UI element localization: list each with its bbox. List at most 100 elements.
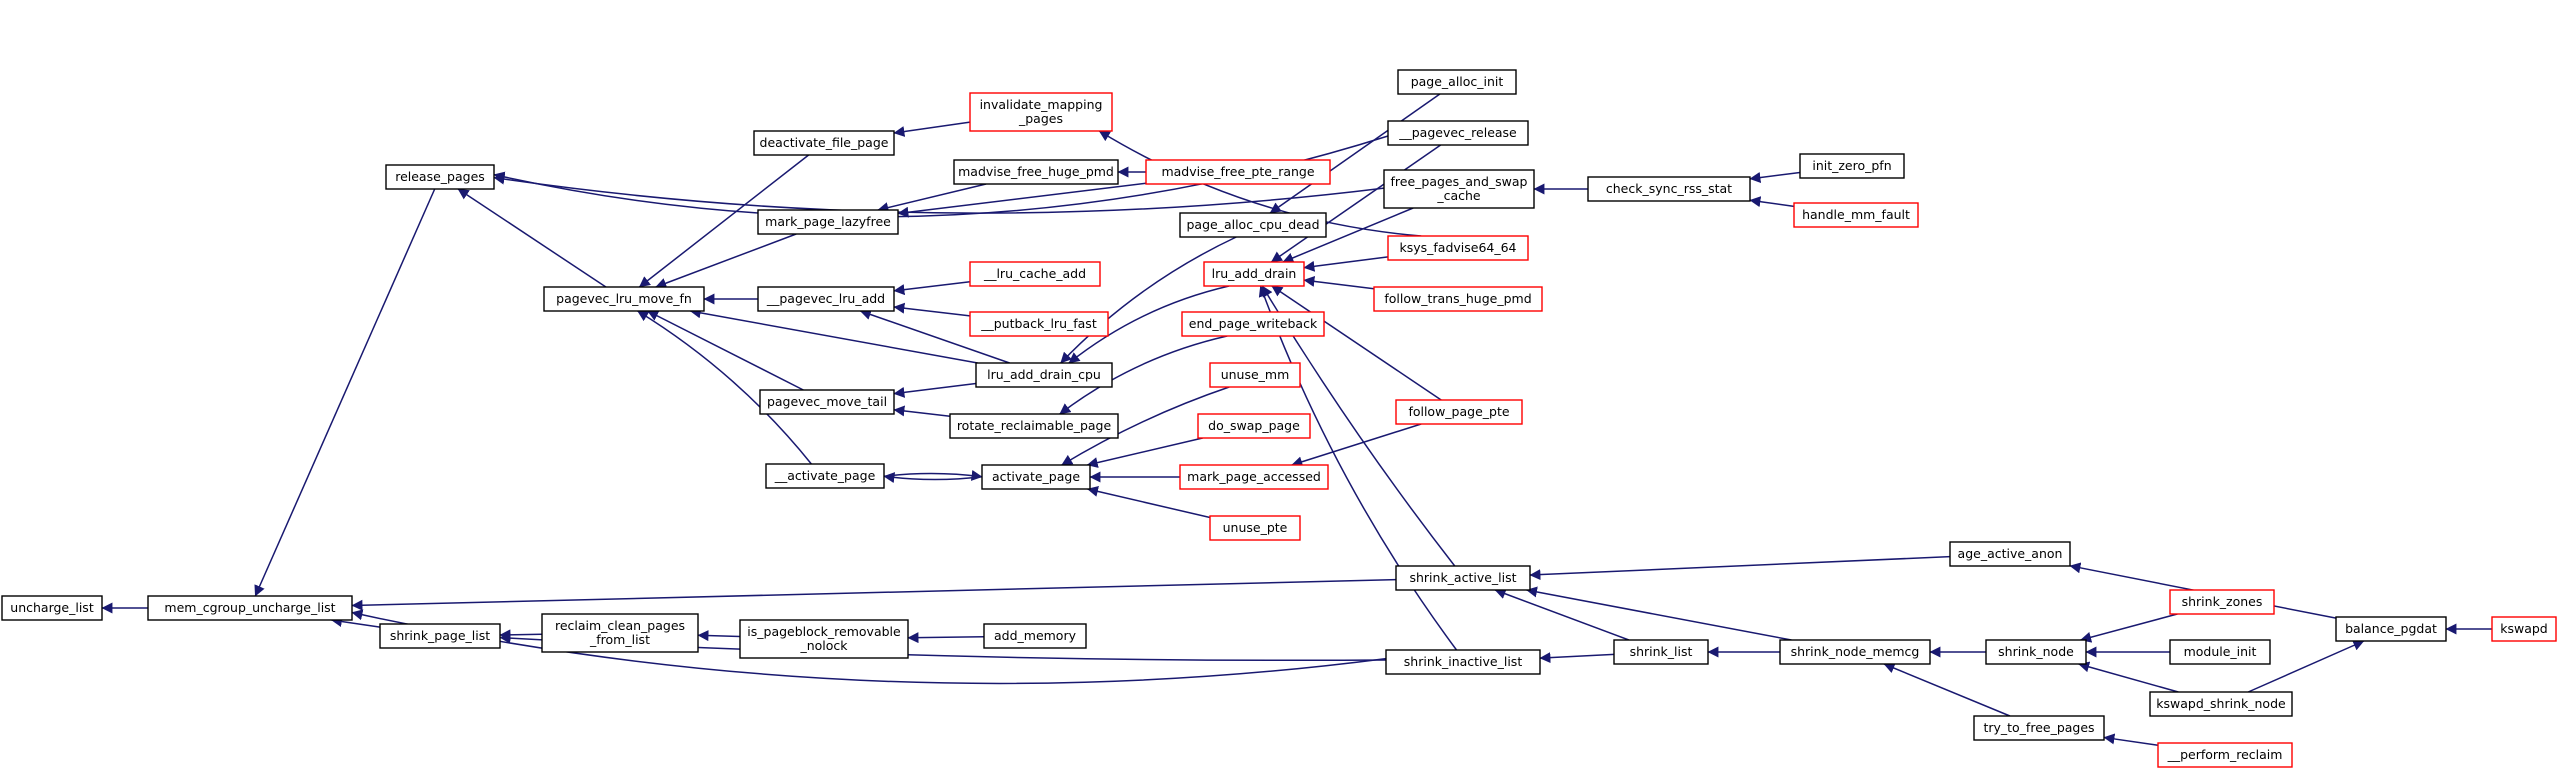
- node-label: init_zero_pfn: [1812, 158, 1891, 173]
- edge-follow_page_pte-to-mark_page_accessed: [1291, 423, 1422, 468]
- node-box: [969, 92, 1113, 132]
- node-box: [2149, 691, 2293, 717]
- node-label: unuse_pte: [1223, 520, 1288, 535]
- node-box: [385, 164, 495, 190]
- node-label: shrink_inactive_list: [1404, 654, 1523, 669]
- node-madvise_free_pte_range[interactable]: madvise_free_pte_range: [1145, 159, 1331, 185]
- node-activate_page_internal[interactable]: __activate_page: [765, 463, 885, 489]
- node-invalidate_mapping_pages[interactable]: invalidate_mapping_pages: [969, 92, 1113, 132]
- node-pagevec_release[interactable]: __pagevec_release: [1387, 120, 1529, 146]
- node-label: activate_page: [992, 469, 1080, 484]
- node-label: unuse_mm: [1221, 367, 1290, 382]
- node-box: [1793, 202, 1919, 228]
- node-label: pagevec_move_tail: [767, 394, 887, 409]
- node-label: mark_page_lazyfree: [765, 214, 891, 229]
- node-page_alloc_init[interactable]: page_alloc_init: [1397, 69, 1517, 95]
- node-box: [2491, 616, 2557, 642]
- node-is_pageblock_removable_nolock[interactable]: is_pageblock_removable_nolock: [739, 619, 909, 659]
- node-box: [2169, 589, 2275, 615]
- node-do_swap_page[interactable]: do_swap_page: [1197, 413, 1311, 439]
- node-label: _from_list: [589, 632, 650, 647]
- edge-release_pages-to-mem_cgroup_uncharge_list: [254, 188, 436, 597]
- node-uncharge_list[interactable]: uncharge_list: [1, 595, 103, 621]
- node-pagevec_lru_move_fn[interactable]: pagevec_lru_move_fn: [543, 286, 705, 312]
- node-box: [147, 595, 353, 621]
- node-lru_add_drain_cpu[interactable]: lru_add_drain_cpu: [975, 362, 1113, 388]
- node-label: pagevec_lru_move_fn: [556, 291, 692, 306]
- node-box: [969, 261, 1101, 287]
- edge-shrink_list-to-shrink_inactive_list: [1539, 652, 1615, 664]
- node-box: [2157, 742, 2293, 768]
- node-box: [983, 623, 1087, 649]
- node-kswapd_shrink_node[interactable]: kswapd_shrink_node: [2149, 691, 2293, 717]
- edge-ksys_fadvise64_64-to-invalidate_mapping_pages: [1098, 130, 1422, 237]
- node-age_active_anon[interactable]: age_active_anon: [1949, 541, 2071, 567]
- edge-page_alloc_init-to-page_alloc_cpu_dead: [1269, 93, 1441, 214]
- edge-activate_page_internal-to-activate_page: [883, 469, 983, 481]
- node-box: [1779, 639, 1931, 665]
- node-shrink_zones[interactable]: shrink_zones: [2169, 589, 2275, 615]
- node-box: [739, 619, 909, 659]
- node-check_sync_rss_stat[interactable]: check_sync_rss_stat: [1587, 176, 1751, 202]
- node-deactivate_file_page[interactable]: deactivate_file_page: [753, 130, 895, 156]
- edge-kswapd_shrink_node-to-shrink_node: [2078, 661, 2179, 693]
- node-pagevec_move_tail[interactable]: pagevec_move_tail: [759, 389, 895, 415]
- node-mem_cgroup_uncharge_list[interactable]: mem_cgroup_uncharge_list: [147, 595, 353, 621]
- node-label: do_swap_page: [1208, 418, 1300, 433]
- node-release_pages[interactable]: release_pages: [385, 164, 495, 190]
- node-try_to_free_pages[interactable]: try_to_free_pages: [1973, 715, 2105, 741]
- node-box: [1395, 399, 1523, 425]
- node-box: [1985, 639, 2087, 665]
- node-unuse_pte[interactable]: unuse_pte: [1209, 515, 1301, 541]
- node-shrink_node[interactable]: shrink_node: [1985, 639, 2087, 665]
- node-perform_reclaim[interactable]: __perform_reclaim: [2157, 742, 2293, 768]
- node-mark_page_accessed[interactable]: mark_page_accessed: [1179, 464, 1329, 490]
- node-label: kswapd_shrink_node: [2156, 696, 2286, 711]
- node-lru_cache_add[interactable]: __lru_cache_add: [969, 261, 1101, 287]
- node-page_alloc_cpu_dead[interactable]: page_alloc_cpu_dead: [1179, 212, 1327, 238]
- node-box: [1179, 212, 1327, 238]
- node-box: [1949, 541, 2071, 567]
- node-label: is_pageblock_removable: [747, 624, 901, 639]
- node-reclaim_clean_pages_from_list[interactable]: reclaim_clean_pages_from_list: [541, 613, 699, 653]
- edge-shrink_page_list-to-mem_cgroup_uncharge_list: [330, 616, 381, 628]
- edge-mark_page_lazyfree-to-pagevec_lru_move_fn: [655, 233, 797, 289]
- node-label: __putback_lru_fast: [980, 316, 1097, 331]
- node-box: [1179, 464, 1329, 490]
- node-activate_page[interactable]: activate_page: [981, 464, 1091, 490]
- node-box: [1587, 176, 1751, 202]
- node-label: mem_cgroup_uncharge_list: [164, 600, 335, 615]
- node-add_memory[interactable]: add_memory: [983, 623, 1087, 649]
- node-box: [969, 311, 1109, 337]
- node-label: uncharge_list: [10, 600, 94, 615]
- edge-free_pages_and_swap_cache-to-release_pages: [493, 173, 1385, 214]
- edge-perform_reclaim-to-try_to_free_pages: [2103, 733, 2159, 747]
- node-rotate_reclaimable_page[interactable]: rotate_reclaimable_page: [949, 413, 1119, 439]
- node-balance_pgdat[interactable]: balance_pgdat: [2335, 616, 2447, 642]
- node-kswapd[interactable]: kswapd: [2491, 616, 2557, 642]
- node-shrink_node_memcg[interactable]: shrink_node_memcg: [1779, 639, 1931, 665]
- node-init_zero_pfn[interactable]: init_zero_pfn: [1799, 153, 1905, 179]
- node-label: try_to_free_pages: [1983, 720, 2094, 735]
- node-shrink_inactive_list[interactable]: shrink_inactive_list: [1385, 649, 1541, 675]
- node-lru_add_drain[interactable]: lru_add_drain: [1203, 261, 1305, 287]
- node-shrink_active_list[interactable]: shrink_active_list: [1395, 565, 1531, 591]
- node-putback_lru_fast[interactable]: __putback_lru_fast: [969, 311, 1109, 337]
- node-end_page_writeback[interactable]: end_page_writeback: [1181, 311, 1325, 337]
- node-mark_page_lazyfree[interactable]: mark_page_lazyfree: [757, 209, 899, 235]
- node-madvise_free_huge_pmd[interactable]: madvise_free_huge_pmd: [953, 159, 1119, 185]
- node-follow_trans_huge_pmd[interactable]: follow_trans_huge_pmd: [1373, 286, 1543, 312]
- node-ksys_fadvise64_64[interactable]: ksys_fadvise64_64: [1387, 235, 1529, 261]
- node-module_init[interactable]: module_init: [2169, 639, 2271, 665]
- node-handle_mm_fault[interactable]: handle_mm_fault: [1793, 202, 1919, 228]
- node-free_pages_and_swap_cache[interactable]: free_pages_and_swap_cache: [1383, 169, 1535, 209]
- node-follow_page_pte[interactable]: follow_page_pte: [1395, 399, 1523, 425]
- node-shrink_page_list[interactable]: shrink_page_list: [379, 623, 501, 649]
- node-shrink_list[interactable]: shrink_list: [1613, 639, 1709, 665]
- edge-shrink_inactive_list-to-lru_add_drain: [1258, 285, 1458, 651]
- node-unuse_mm[interactable]: unuse_mm: [1209, 362, 1301, 388]
- node-label: end_page_writeback: [1189, 316, 1318, 331]
- node-label: mark_page_accessed: [1187, 469, 1321, 484]
- node-pagevec_lru_add[interactable]: __pagevec_lru_add: [757, 286, 895, 312]
